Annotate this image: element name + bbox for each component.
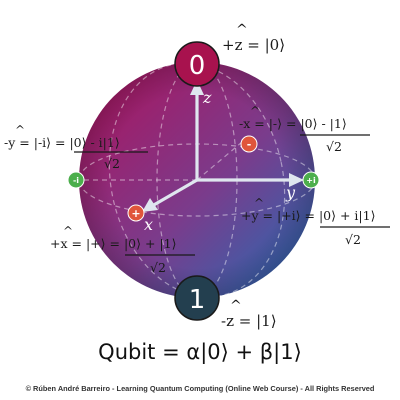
plus-y-node — [302, 171, 320, 189]
svg-text:-z = |1⟩: -z = |1⟩ — [221, 312, 277, 330]
svg-text:^: ^ — [15, 123, 25, 137]
svg-text:+z = |0⟩: +z = |0⟩ — [222, 36, 285, 54]
minus-x-denominator: √2 — [326, 139, 342, 154]
copyright-credit: © Rúben André Barreiro - Learning Quantu… — [25, 384, 375, 393]
plus-z-equation: = |0⟩ — [247, 36, 285, 54]
north-pole-node — [174, 41, 220, 87]
svg-text:+x = |+⟩ = |0⟩ + |1⟩: +x = |+⟩ = |0⟩ + |1⟩ — [50, 236, 176, 251]
plus-z-label: +z = |0⟩ ^ — [222, 22, 285, 54]
axes-arrows — [142, 80, 304, 212]
svg-text:^: ^ — [236, 22, 248, 38]
plus-z-axis: +z — [222, 36, 243, 54]
plus-x-denominator: √2 — [150, 260, 166, 275]
plus-x-equation: = |+⟩ = |0⟩ + |1⟩ — [72, 236, 177, 251]
svg-text:^: ^ — [254, 196, 264, 210]
svg-text:^: ^ — [250, 104, 260, 118]
minus-z-axis: -z — [221, 312, 234, 330]
qubit-formula: Qubit = α|0⟩ + β|1⟩ — [98, 340, 302, 364]
svg-text:^: ^ — [230, 298, 242, 314]
north-pole-label: 0 — [189, 51, 206, 81]
x-axis-line — [150, 178, 199, 208]
minus-x-node-label: - — [247, 138, 252, 151]
plus-x-label: +x = |+⟩ = |0⟩ + |1⟩ ^ √2 — [50, 224, 195, 275]
svg-text:+y = |+i⟩ = |0⟩ + i|1⟩: +y = |+i⟩ = |0⟩ + i|1⟩ — [241, 208, 375, 223]
minus-x-axis: -x — [239, 116, 250, 131]
minus-x-equation: = |-⟩ = |0⟩ - |1⟩ — [254, 116, 346, 131]
minus-x-label: -x = |-⟩ = |0⟩ - |1⟩ ^ √2 — [239, 104, 370, 154]
plus-y-node-label: +i — [306, 176, 316, 185]
z-axis-label: z — [202, 88, 212, 107]
svg-text:-x = |-⟩ = |0⟩ - |1⟩: -x = |-⟩ = |0⟩ - |1⟩ — [239, 116, 347, 131]
z-axis-arrowhead — [190, 80, 204, 95]
y-axis-arrowhead — [289, 173, 304, 187]
x-axis-arrowhead — [142, 198, 158, 212]
minus-z-equation: = |1⟩ — [239, 312, 277, 330]
minus-y-axis: -y — [4, 135, 16, 150]
south-pole-label: 1 — [189, 285, 206, 315]
minus-x-node — [240, 135, 258, 153]
plus-y-axis: +y — [241, 208, 259, 223]
minus-y-equation: = |-i⟩ = |0⟩ - i|1⟩ — [19, 135, 119, 150]
minus-y-denominator: √2 — [104, 156, 120, 171]
plus-y-label: +y = |+i⟩ = |0⟩ + i|1⟩ ^ √2 — [241, 196, 390, 247]
minus-z-label: -z = |1⟩ ^ — [221, 298, 277, 330]
plus-x-node — [127, 204, 145, 222]
minus-y-label: -y = |-i⟩ = |0⟩ - i|1⟩ ^ √2 — [4, 123, 148, 171]
south-pole-node — [174, 275, 220, 321]
svg-text:-y = |-i⟩ = |0⟩ - i|1⟩: -y = |-i⟩ = |0⟩ - i|1⟩ — [4, 135, 120, 150]
y-axis-label: y — [285, 183, 296, 202]
plus-x-node-label: + — [131, 207, 140, 220]
plus-y-equation: = |+i⟩ = |0⟩ + i|1⟩ — [263, 208, 376, 223]
x-axis-label: x — [144, 215, 153, 234]
plus-x-axis: +x — [50, 236, 68, 251]
minus-y-node — [67, 171, 85, 189]
svg-text:^: ^ — [63, 224, 73, 238]
minus-y-node-label: -i — [73, 176, 79, 185]
plus-y-denominator: √2 — [345, 232, 361, 247]
